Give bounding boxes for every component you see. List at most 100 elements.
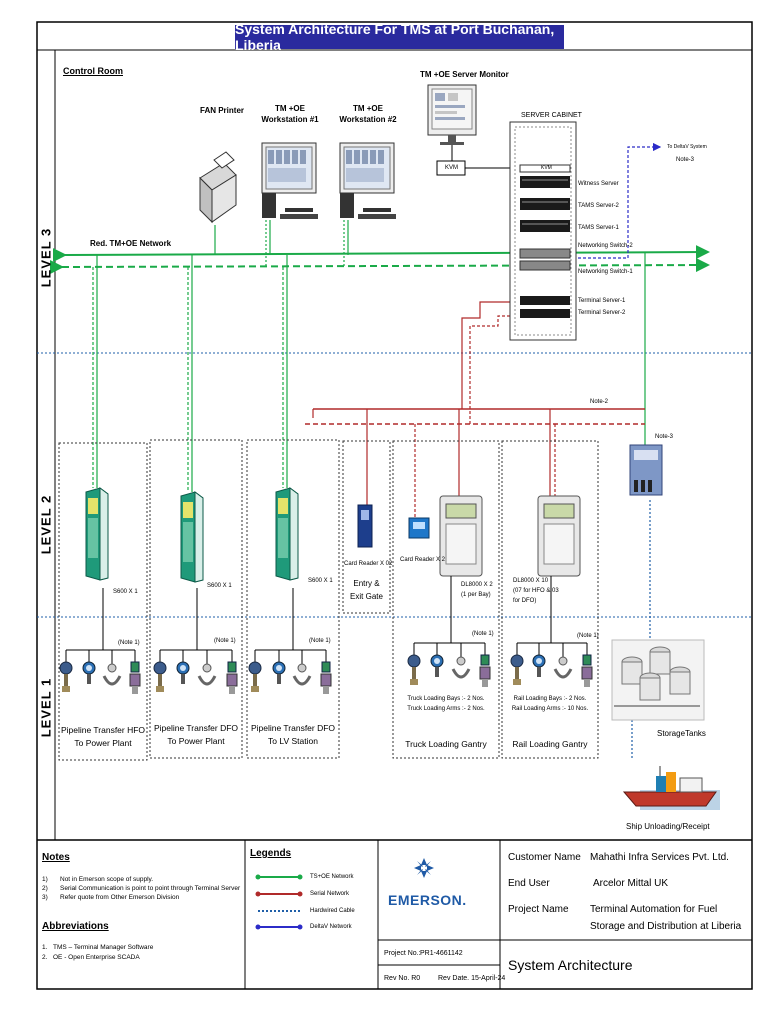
customer-value: Mahathi Infra Services Pvt. Ltd.: [590, 852, 729, 863]
box-rail-gantry: [501, 440, 599, 759]
note2-label: Note-2: [590, 399, 609, 405]
storage-tanks-label: StorageTanks: [657, 729, 706, 738]
witness-server-label: Witness Server: [578, 181, 619, 187]
note-number: 1): [42, 876, 48, 883]
note1-c: (Note 1): [309, 638, 331, 644]
rail-arms-label: Rail Loading Arms :- 10 Nos.: [511, 706, 589, 712]
level-2-label: LEVEL 2: [38, 494, 54, 555]
fan-printer-label: FAN Printer: [200, 106, 245, 115]
terminal-server-2-label: Terminal Server-2: [578, 310, 626, 316]
temp-transmitter-icon: [153, 661, 167, 692]
abbreviation-number: 1.: [42, 944, 48, 951]
valve-transmitter-icon: [320, 661, 332, 694]
project-no-value: PR1-4661142: [420, 950, 463, 957]
temp-transmitter-icon: [248, 661, 262, 692]
s600-2-label: S600 X 1: [207, 583, 232, 589]
ws1-label-1: TM +OE: [274, 104, 305, 113]
press-transmitter-icon: [532, 654, 546, 677]
valve-transmitter-icon: [226, 661, 238, 694]
note-text: Serial Communication is point to point t…: [60, 885, 241, 892]
project-name-line-2: Storage and Distribution at Liberia: [590, 921, 742, 932]
level-3-label: LEVEL 3: [38, 227, 54, 288]
card-reader-gate-icon: [357, 504, 373, 548]
customer-label: Customer Name: [508, 852, 581, 863]
pipeline-dfo-lv-label-1: Pipeline Transfer DFO: [250, 723, 336, 733]
note1-e: (Note 1): [577, 633, 599, 639]
card-reader-truck-label: Card Reader X 2: [400, 557, 446, 563]
s600-controller-3-icon: [275, 487, 299, 581]
deltav-controller-icon: [629, 444, 663, 496]
note-text: Not in Emerson scope of supply.: [60, 876, 154, 883]
note-number: 2): [42, 885, 48, 892]
field-bus-4: [413, 576, 486, 658]
networking-switch-1-label: Networking Switch-1: [578, 269, 633, 275]
temp-transmitter-icon: [510, 654, 524, 685]
valve-transmitter-icon: [129, 661, 141, 694]
terminal-server-1-label: Terminal Server-1: [578, 298, 626, 304]
kvm-label: KVM: [445, 165, 459, 171]
red-network-label: Red. TM+OE Network: [90, 239, 172, 248]
server-monitor-icon: [427, 84, 477, 145]
to-deltav-label: To DeltaV System: [667, 144, 707, 150]
field-bus-1: [65, 588, 136, 665]
s600-controller-1-icon: [85, 487, 109, 581]
card-reader-truck-icon: [408, 517, 430, 539]
pipeline-dfo-lv-label-2: To LV Station: [268, 736, 318, 746]
green-network-solid: [52, 245, 710, 263]
ws1-label-2: Workstation #1: [261, 115, 319, 124]
flow-transmitter-icon: [292, 663, 312, 686]
server-monitor-label: TM +OE Server Monitor: [420, 70, 509, 79]
pipeline-dfo-pp-label-2: To Power Plant: [167, 736, 225, 746]
pipeline-hfo-label-1: Pipeline Transfer HFO: [60, 725, 146, 735]
rail-gantry-label: Rail Loading Gantry: [512, 739, 588, 749]
abbreviations-heading: Abbreviations: [42, 921, 109, 932]
rev-no: Rev No. R0: [384, 975, 421, 982]
press-transmitter-icon: [82, 661, 96, 684]
project-name-line-1: Terminal Automation for Fuel: [590, 904, 718, 915]
project-no-label: Project No.:: [384, 950, 421, 957]
kvm-box: [436, 160, 466, 176]
s600-controller-2-icon: [180, 491, 204, 583]
press-transmitter-icon: [430, 654, 444, 677]
storage-tanks-icon: [611, 639, 705, 721]
press-transmitter-icon: [176, 661, 190, 684]
field-bus-2: [159, 588, 233, 665]
ws2-label-1: TM +OE: [352, 104, 383, 113]
tams-server-2-label: TAMS Server-2: [578, 203, 619, 209]
abbreviation-number: 2.: [42, 954, 48, 961]
box-truck-gantry: [392, 440, 500, 759]
dl8000-rail-label-1: DL8000 X 10: [513, 578, 549, 584]
diagram-title: System Architecture For TMS at Port Buch…: [235, 21, 564, 53]
s600-3-label: S600 X 1: [308, 578, 333, 584]
legend-heading: Legends: [250, 848, 292, 859]
kvm-slot-label: KVM: [541, 165, 552, 171]
server-cabinet-label: SERVER CABINET: [521, 112, 582, 119]
dl8000-truck-icon: [439, 495, 483, 577]
valve-transmitter-icon: [581, 654, 593, 687]
valve-transmitter-icon: [479, 654, 491, 687]
end-user-label: End User: [508, 878, 550, 889]
flow-transmitter-icon: [451, 656, 471, 679]
pipeline-dfo-pp-label-1: Pipeline Transfer DFO: [153, 723, 239, 733]
note3-mid-label: Note-3: [655, 434, 674, 440]
control-room-label: Control Room: [63, 66, 123, 76]
note-text: Refer quote from Other Emerson Division: [60, 894, 180, 901]
truck-bays-label: Truck Loading Bays :- 2 Nos.: [407, 696, 485, 702]
field-instruments: [59, 654, 593, 694]
drawing-title: System Architecture: [508, 957, 633, 973]
notes-heading: Notes: [42, 852, 70, 863]
outer-frame: [36, 21, 753, 990]
emerson-logo-mark: [414, 858, 434, 878]
green-network-dashed: [49, 258, 710, 275]
ship-label: Ship Unloading/Receipt: [626, 822, 710, 831]
level-1-label: LEVEL 1: [38, 677, 54, 738]
note1-a: (Note 1): [118, 640, 140, 646]
note1-b: (Note 1): [214, 638, 236, 644]
emerson-brand: EMERSON.: [388, 892, 467, 908]
ship-icon: [622, 766, 720, 810]
flow-transmitter-icon: [553, 656, 573, 679]
tams-server-1-label: TAMS Server-1: [578, 225, 619, 231]
card-reader-gate-label: Card Reader X 02: [344, 561, 393, 567]
legend-item-label: Hardwired Cable: [310, 908, 355, 914]
